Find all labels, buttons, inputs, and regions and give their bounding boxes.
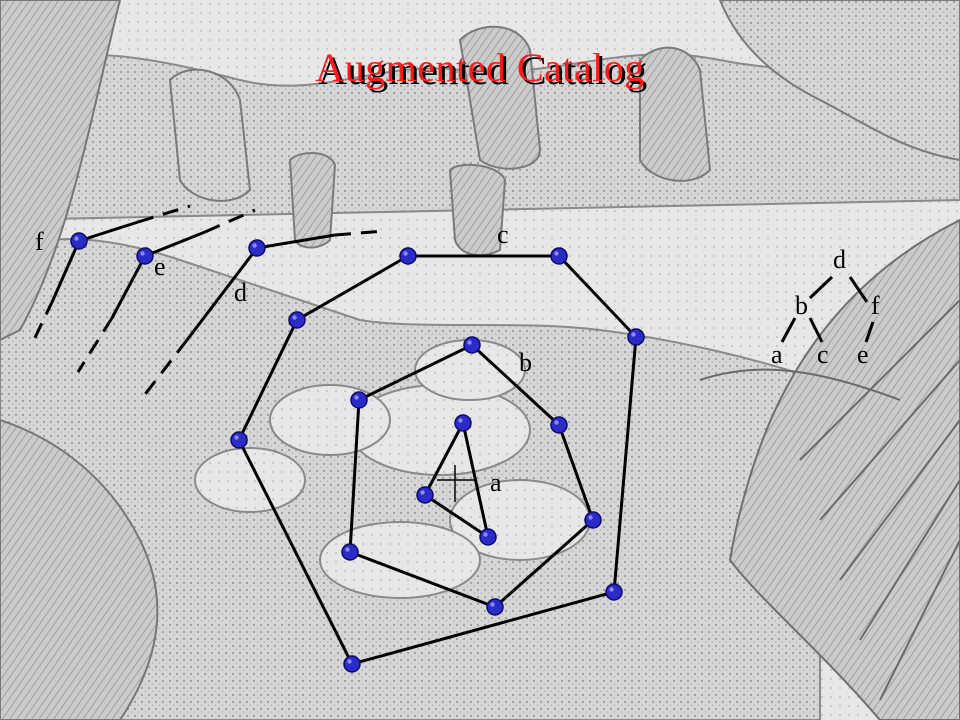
vertex-dot — [486, 598, 504, 616]
vertex-dot — [550, 416, 568, 434]
vertex-highlight — [234, 435, 239, 440]
vertex-dot — [605, 583, 623, 601]
label-layer-b: b — [519, 348, 532, 377]
tree-node-d: d — [833, 245, 846, 274]
vertex-dot — [454, 414, 472, 432]
layer-d-edge-solid-1 — [256, 233, 336, 250]
vertex-highlight — [345, 547, 350, 552]
layer-e-edge-solid-2 — [110, 255, 147, 319]
vertex-dot — [230, 431, 248, 449]
tree-edge-d-f — [848, 276, 869, 303]
vertex-highlight — [609, 587, 614, 592]
label-layer-c: c — [497, 220, 509, 249]
vertex-dot — [479, 528, 497, 546]
layer-f-edge-solid-1 — [78, 220, 139, 243]
vertex-dot — [341, 543, 359, 561]
tree-edge-b-a — [780, 317, 797, 343]
vertex-highlight — [458, 418, 463, 423]
layer-f-edge-dashed-2 — [29, 299, 55, 347]
tree-edge-f-e — [864, 321, 875, 343]
vertex-dot — [463, 336, 481, 354]
layer-e-edge-dashed-1 — [204, 208, 256, 234]
layer-c-polygon — [237, 254, 638, 666]
tree-node-c: c — [817, 340, 829, 369]
vertex-highlight — [483, 532, 488, 537]
layer-d-edge-dashed-2 — [141, 339, 189, 398]
vertex-highlight — [403, 251, 408, 256]
vertex-highlight — [252, 243, 257, 248]
layer-b-polygon — [348, 343, 595, 609]
vertex-highlight — [420, 490, 425, 495]
title-text: Augmented Catalog — [315, 45, 645, 90]
layer-e-edge-dashed-2 — [76, 317, 114, 373]
vertex-highlight — [554, 420, 559, 425]
tree-node-a: a — [771, 340, 783, 369]
vertex-dot — [550, 247, 568, 265]
page-title: Augmented Catalog — [0, 44, 960, 91]
vertex-highlight — [631, 332, 636, 337]
tree-edge-b-c — [808, 317, 824, 343]
vertex-highlight — [588, 515, 593, 520]
label-layer-e: e — [154, 252, 166, 281]
tree-node-f: f — [871, 291, 880, 320]
tree-edge-d-b — [808, 275, 834, 300]
vertex-highlight — [140, 251, 145, 256]
label-layer-f: f — [35, 227, 44, 256]
vertex-dot — [70, 232, 88, 250]
vertex-dot — [584, 511, 602, 529]
vertex-highlight — [554, 251, 559, 256]
vertex-dot — [399, 247, 417, 265]
vertex-highlight — [490, 602, 495, 607]
label-layer-a: a — [490, 468, 502, 497]
vertex-highlight — [292, 315, 297, 320]
vertex-group — [70, 232, 645, 673]
layer-f-edge-dashed-1 — [137, 204, 191, 224]
tree-node-e: e — [857, 340, 869, 369]
tree-node-b: b — [795, 291, 808, 320]
vertex-highlight — [74, 236, 79, 241]
vertex-dot — [350, 391, 368, 409]
vertex-dot — [288, 311, 306, 329]
vertex-highlight — [354, 395, 359, 400]
vertex-dot — [627, 328, 645, 346]
layer-d-edge-solid-2 — [185, 247, 259, 341]
vertex-dot — [136, 247, 154, 265]
vertex-highlight — [467, 340, 472, 345]
label-layer-d: d — [234, 278, 247, 307]
title-shadow-text: Augmented Catalog — [318, 48, 648, 93]
vertex-dot — [343, 655, 361, 673]
vertex-dot — [416, 486, 434, 504]
layer-e-edge-solid-1 — [144, 230, 206, 258]
vertex-highlight — [347, 659, 352, 664]
layer-f-edge-solid-2 — [51, 240, 81, 301]
vertex-dot — [248, 239, 266, 257]
page-title-shadow: Augmented Catalog — [3, 47, 960, 94]
layer-d-edge-dashed-1 — [334, 229, 386, 237]
